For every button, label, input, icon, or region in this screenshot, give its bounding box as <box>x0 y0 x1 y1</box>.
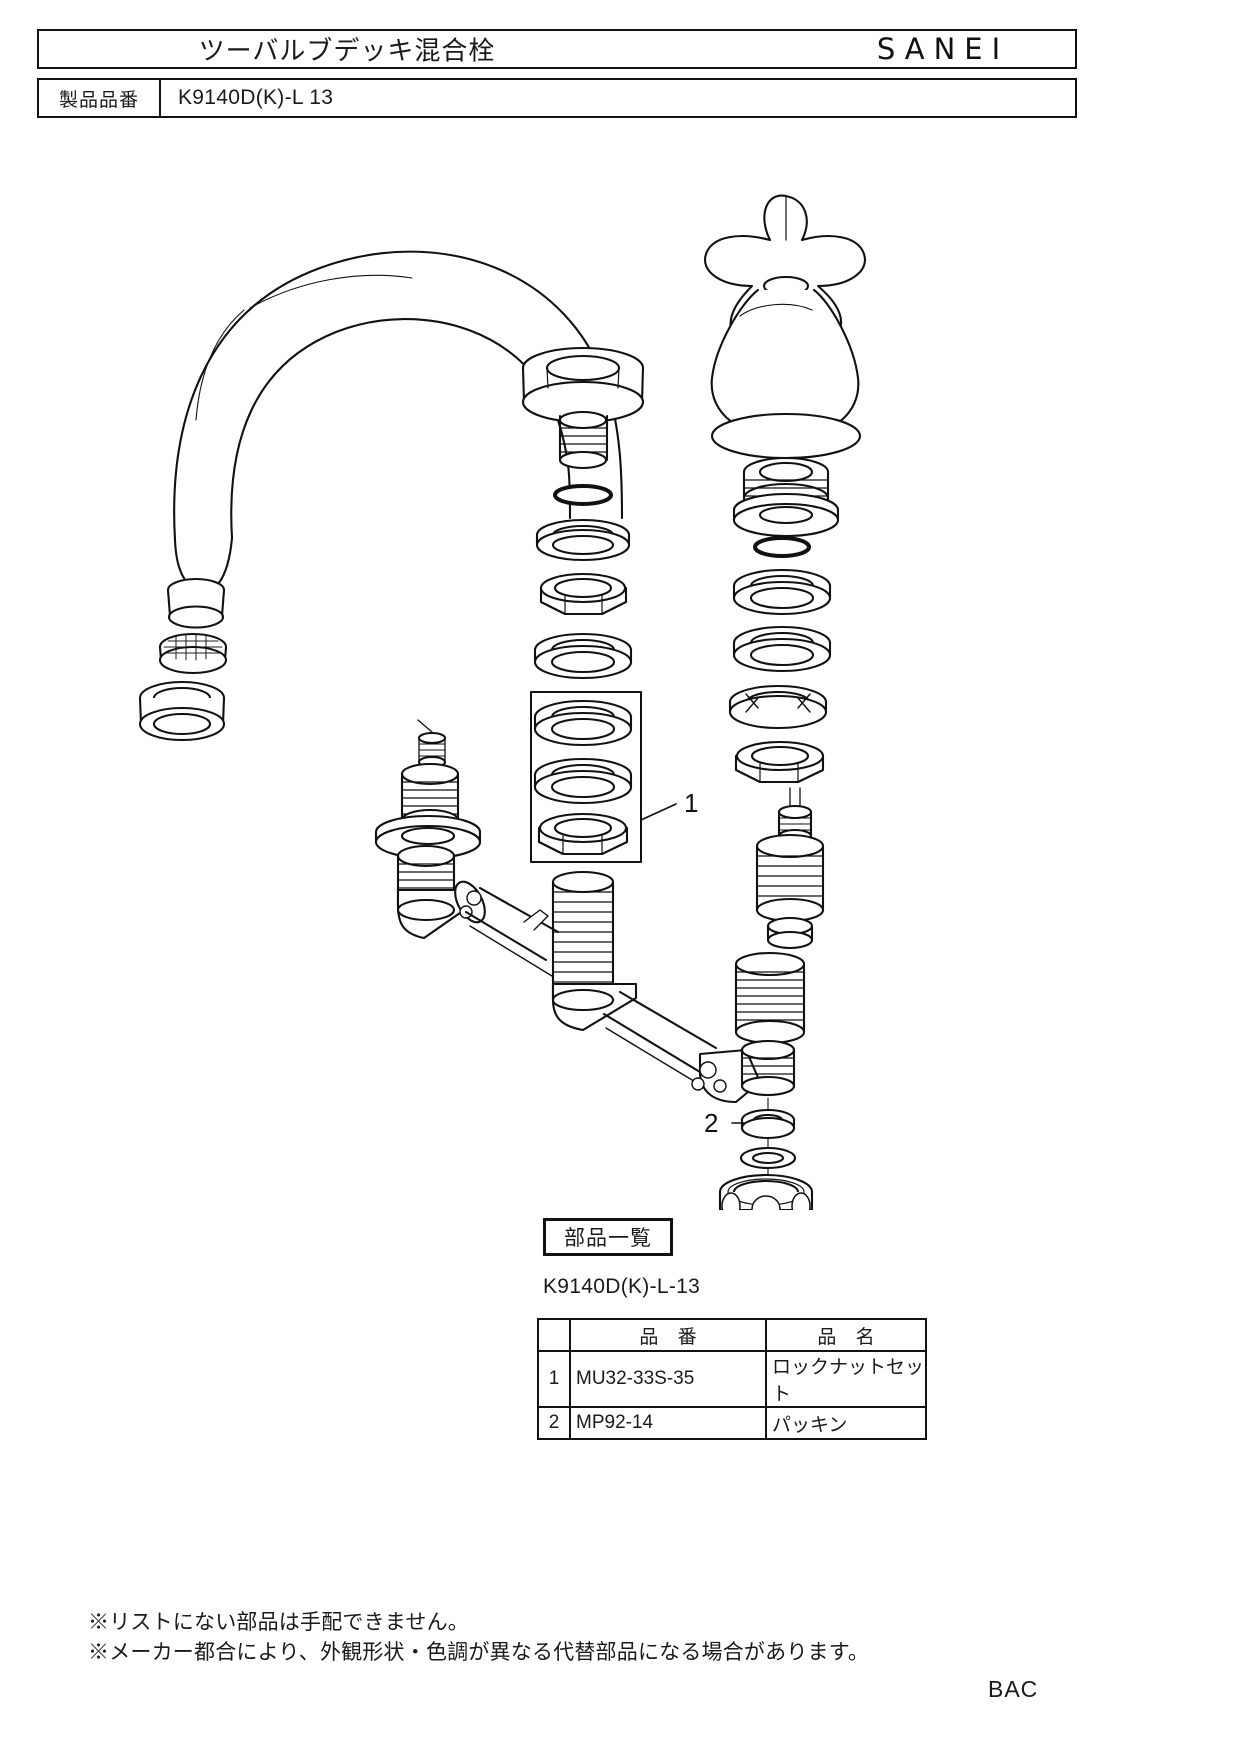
spout-assembly <box>138 250 624 742</box>
row-index: 1 <box>537 1350 571 1408</box>
row-code: MP92-14 <box>569 1406 767 1440</box>
model-number-value: K9140D(K)-L 13 <box>178 86 334 109</box>
column-header-name: 品 名 <box>765 1318 927 1352</box>
table-header-row: 品 番 品 名 <box>537 1318 927 1352</box>
row-name: ロックナットセット <box>765 1350 927 1408</box>
table-row: 2 MP92-14 パッキン <box>537 1406 927 1440</box>
packing-and-capnut: 2 <box>704 1097 814 1210</box>
header-title-box: ツーバルブデッキ混合栓 <box>37 29 1077 69</box>
footer-note-2: ※メーカー都合により、外観形状・色調が異なる代替部品になる場合があります。 <box>88 1641 870 1665</box>
footer-notes: ※リストにない部品は手配できません。 ※メーカー都合により、外観形状・色調が異な… <box>88 1608 869 1669</box>
footer-note-1: ※リストにない部品は手配できません。 <box>88 1611 469 1634</box>
model-number-row: 製品品番 K9140D(K)-L 13 <box>37 78 1077 118</box>
sanei-logo: SANEI <box>876 32 1010 66</box>
table-row: 1 MU32-33S-35 ロックナットセット <box>537 1350 927 1408</box>
aerator-parts <box>138 577 228 742</box>
handle-assembly <box>703 194 867 950</box>
model-number-label: 製品品番 <box>39 80 161 116</box>
page-code: BAC <box>988 1676 1039 1702</box>
parts-list-model-code: K9140D(K)-L-13 <box>543 1275 701 1298</box>
body-assembly <box>374 719 806 1104</box>
parts-list-heading: 部品一覧 <box>543 1218 673 1256</box>
spout-base-stack: 1 <box>521 346 698 1002</box>
column-header-code: 品 番 <box>569 1318 767 1352</box>
column-header-index <box>537 1318 571 1352</box>
exploded-parts-drawing: 1 <box>0 120 1240 1210</box>
row-name: パッキン <box>765 1406 927 1440</box>
parts-table: 品 番 品 名 1 MU32-33S-35 ロックナットセット 2 MP92-1… <box>537 1318 927 1440</box>
callout-1-label: 1 <box>684 788 698 818</box>
row-code: MU32-33S-35 <box>569 1350 767 1408</box>
callout-2-label: 2 <box>704 1108 718 1138</box>
page-title: ツーバルブデッキ混合栓 <box>198 35 496 66</box>
row-index: 2 <box>537 1406 571 1440</box>
